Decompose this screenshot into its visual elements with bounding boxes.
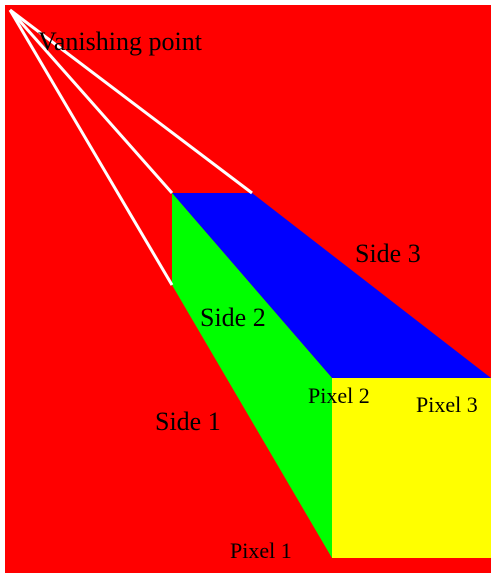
vanishing-point-label: Vanishing point [38,27,203,56]
side2-label: Side 2 [200,303,266,332]
side1-face [172,193,332,558]
pixel2-label: Pixel 2 [308,383,370,408]
pixel3-label: Pixel 3 [416,392,478,417]
guide-line-top [9,8,253,195]
front-face [332,378,491,558]
side3-label: Side 3 [355,239,421,268]
pixel1-label: Pixel 1 [230,538,292,563]
guide-line-middle [8,9,174,194]
side1-label: Side 1 [155,407,221,436]
side3-face [172,193,491,378]
guide-line-bottom [8,9,174,286]
